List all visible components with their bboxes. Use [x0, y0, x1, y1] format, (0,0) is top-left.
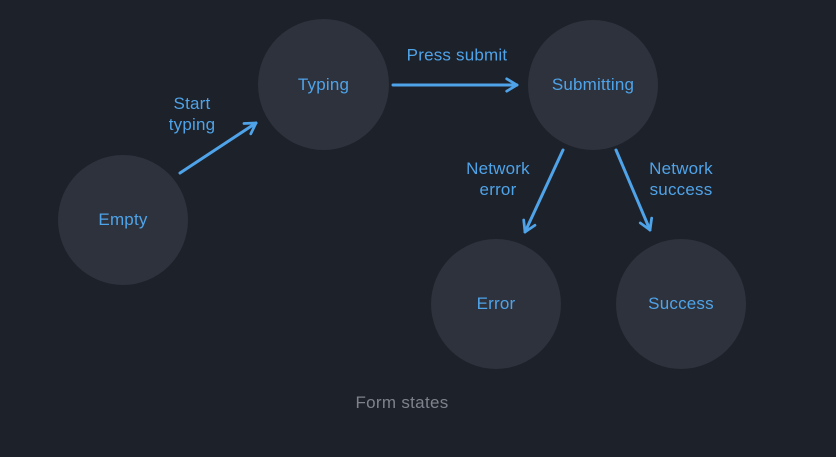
- edge-network-success-arrow: [614, 148, 654, 232]
- state-node-success: Success: [616, 239, 746, 369]
- edge-label-press-submit: Press submit: [406, 45, 508, 65]
- edge-label-network-success: Network success: [649, 159, 713, 199]
- state-node-error-label: Error: [476, 294, 516, 313]
- state-node-typing: Typing: [258, 19, 389, 150]
- state-node-error: Error: [431, 239, 561, 369]
- edge-label-start-typing: Start typing: [168, 94, 216, 134]
- diagram-caption: Form states: [355, 393, 449, 412]
- state-node-success-label: Success: [648, 294, 714, 313]
- state-node-submitting: Submitting: [528, 20, 658, 150]
- state-node-empty-label: Empty: [98, 210, 148, 229]
- state-node-submitting-label: Submitting: [551, 75, 635, 94]
- edge-network-error-arrow: [522, 148, 565, 234]
- state-node-empty: Empty: [58, 155, 188, 285]
- state-node-typing-label: Typing: [297, 74, 350, 94]
- edge-label-network-error: Network error: [466, 159, 530, 199]
- edge-start-typing-arrow: [178, 121, 258, 175]
